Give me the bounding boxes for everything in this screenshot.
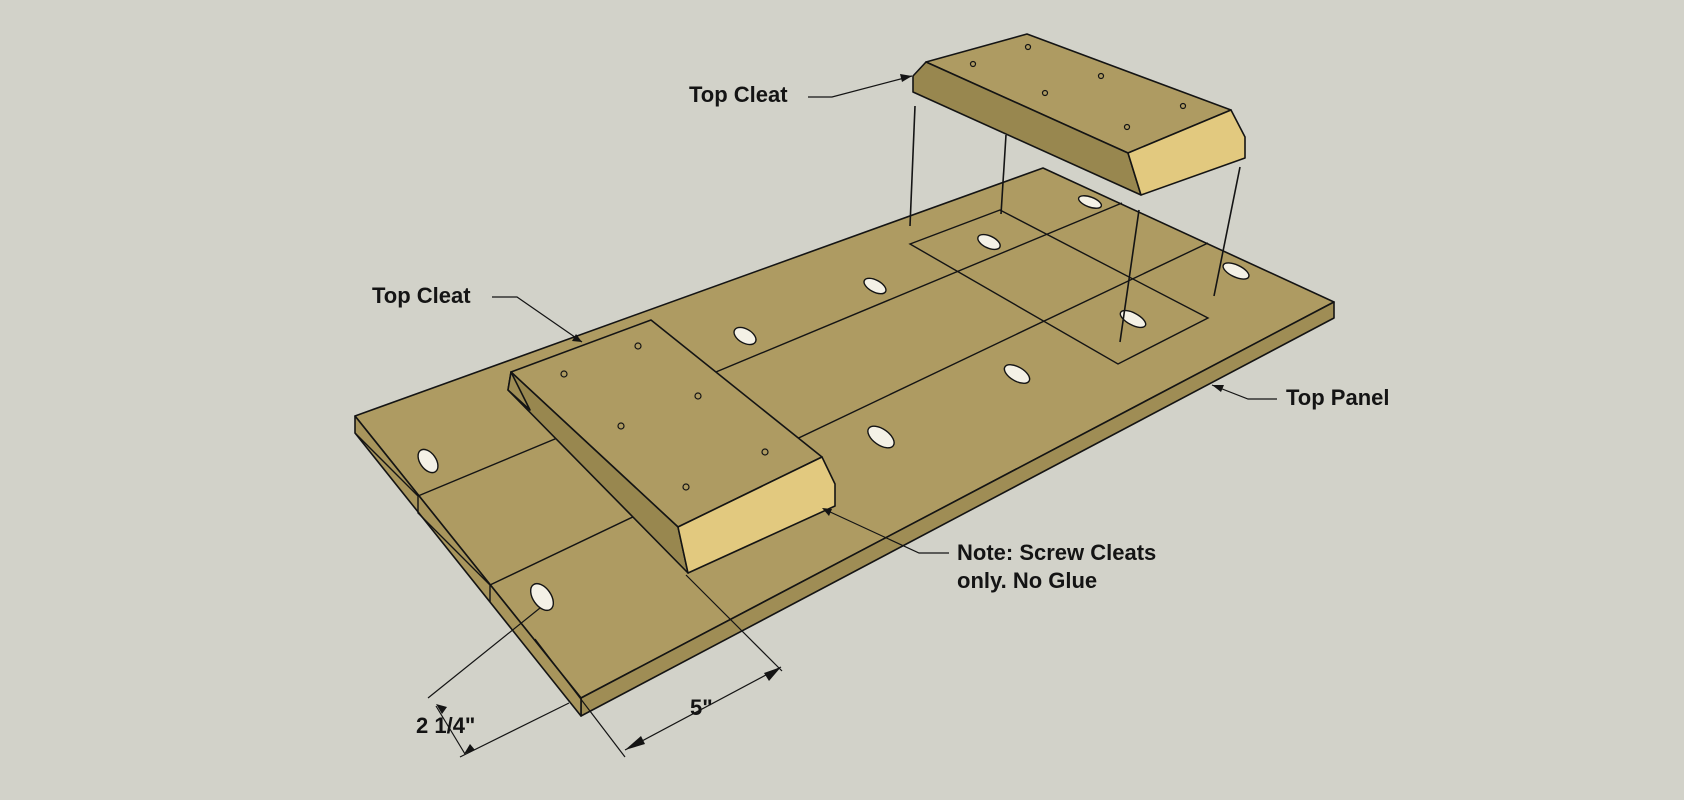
- explosion-line: [1000, 134, 1007, 215]
- board-seam-2: [489, 242, 1209, 586]
- screw-holes: [969, 43, 1187, 131]
- note-line-1: Note: Screw Cleats: [957, 540, 1157, 565]
- leader-lines: [492, 75, 1277, 554]
- arrowhead: [1212, 385, 1224, 392]
- screw-hole: [682, 483, 690, 491]
- dimension-offset: [427, 607, 570, 758]
- dimension-label-width: 5": [690, 695, 713, 720]
- explosion-line: [1213, 166, 1241, 297]
- screw-hole: [560, 370, 568, 378]
- screw-holes: [560, 342, 769, 491]
- extension-line: [685, 574, 783, 672]
- screw-hole: [634, 342, 642, 350]
- pocket-hole: [863, 277, 887, 295]
- cleat-end-face: [1127, 109, 1246, 196]
- screw-hole: [694, 392, 702, 400]
- screw-hole: [761, 448, 769, 456]
- pocket-hole: [529, 582, 555, 612]
- top-panel-left-end: [354, 415, 582, 717]
- label-note: Note: Screw Cleats only. No Glue: [957, 539, 1156, 595]
- dimension-label-offset: 2 1/4": [416, 713, 476, 738]
- extension-line: [534, 638, 626, 758]
- pocket-hole: [417, 448, 439, 474]
- label-top-cleat-upper: Top Cleat: [689, 82, 788, 107]
- pocket-hole: [977, 233, 1001, 251]
- dimension-line: [624, 666, 782, 751]
- screw-hole: [1024, 43, 1032, 51]
- arrowhead: [764, 667, 781, 681]
- arrowhead: [625, 736, 645, 750]
- dimension-offset-arrows: [436, 704, 475, 754]
- pocket-hole: [867, 425, 895, 449]
- top-panel-surface: [354, 167, 1335, 699]
- label-top-panel: Top Panel: [1286, 385, 1390, 410]
- dimension-width: [534, 574, 783, 758]
- dimension-line: [435, 705, 466, 755]
- label-top-cleat-lower: Top Cleat: [372, 283, 471, 308]
- screw-hole: [1123, 123, 1131, 131]
- top-panel: [354, 167, 1335, 717]
- explosion-lines: [909, 105, 1241, 343]
- extension-line: [459, 702, 570, 758]
- pocket-hole: [1003, 364, 1031, 384]
- screw-hole: [1041, 89, 1049, 97]
- arrowhead: [464, 744, 475, 754]
- arrowhead: [822, 508, 832, 516]
- pocket-hole: [1119, 309, 1147, 329]
- cleat-placement-outline: [908, 209, 1210, 365]
- leader-note: [827, 510, 949, 554]
- pocket-hole: [733, 326, 757, 346]
- note-line-2: only. No Glue: [957, 568, 1098, 593]
- board-seam-1: [417, 202, 1123, 497]
- cleat-end-face: [677, 456, 836, 574]
- dimension-width-arrows: [625, 667, 781, 750]
- screw-hole: [1097, 72, 1105, 80]
- cleat-side-face: [912, 61, 1142, 196]
- lower-top-cleat: [507, 319, 836, 574]
- screw-hole: [969, 60, 977, 68]
- extension-line: [427, 607, 541, 699]
- cleat-left-cap: [507, 371, 531, 411]
- pocket-holes: [417, 195, 1250, 612]
- leader-top-cleat-upper: [808, 75, 913, 98]
- board-steps: [354, 432, 491, 602]
- arrowhead: [572, 334, 582, 342]
- leader-top-panel: [1211, 384, 1277, 400]
- leader-top-cleat-lower: [492, 296, 583, 343]
- pocket-hole: [1077, 195, 1103, 209]
- pocket-hole: [1222, 262, 1250, 280]
- arrowhead: [900, 74, 912, 82]
- screw-hole: [617, 422, 625, 430]
- arrowhead: [436, 704, 447, 714]
- screw-hole: [1179, 102, 1187, 110]
- explosion-line: [1119, 209, 1140, 343]
- upper-top-cleat: [912, 33, 1246, 196]
- explosion-line: [909, 105, 916, 227]
- leader-arrowheads: [572, 74, 1224, 516]
